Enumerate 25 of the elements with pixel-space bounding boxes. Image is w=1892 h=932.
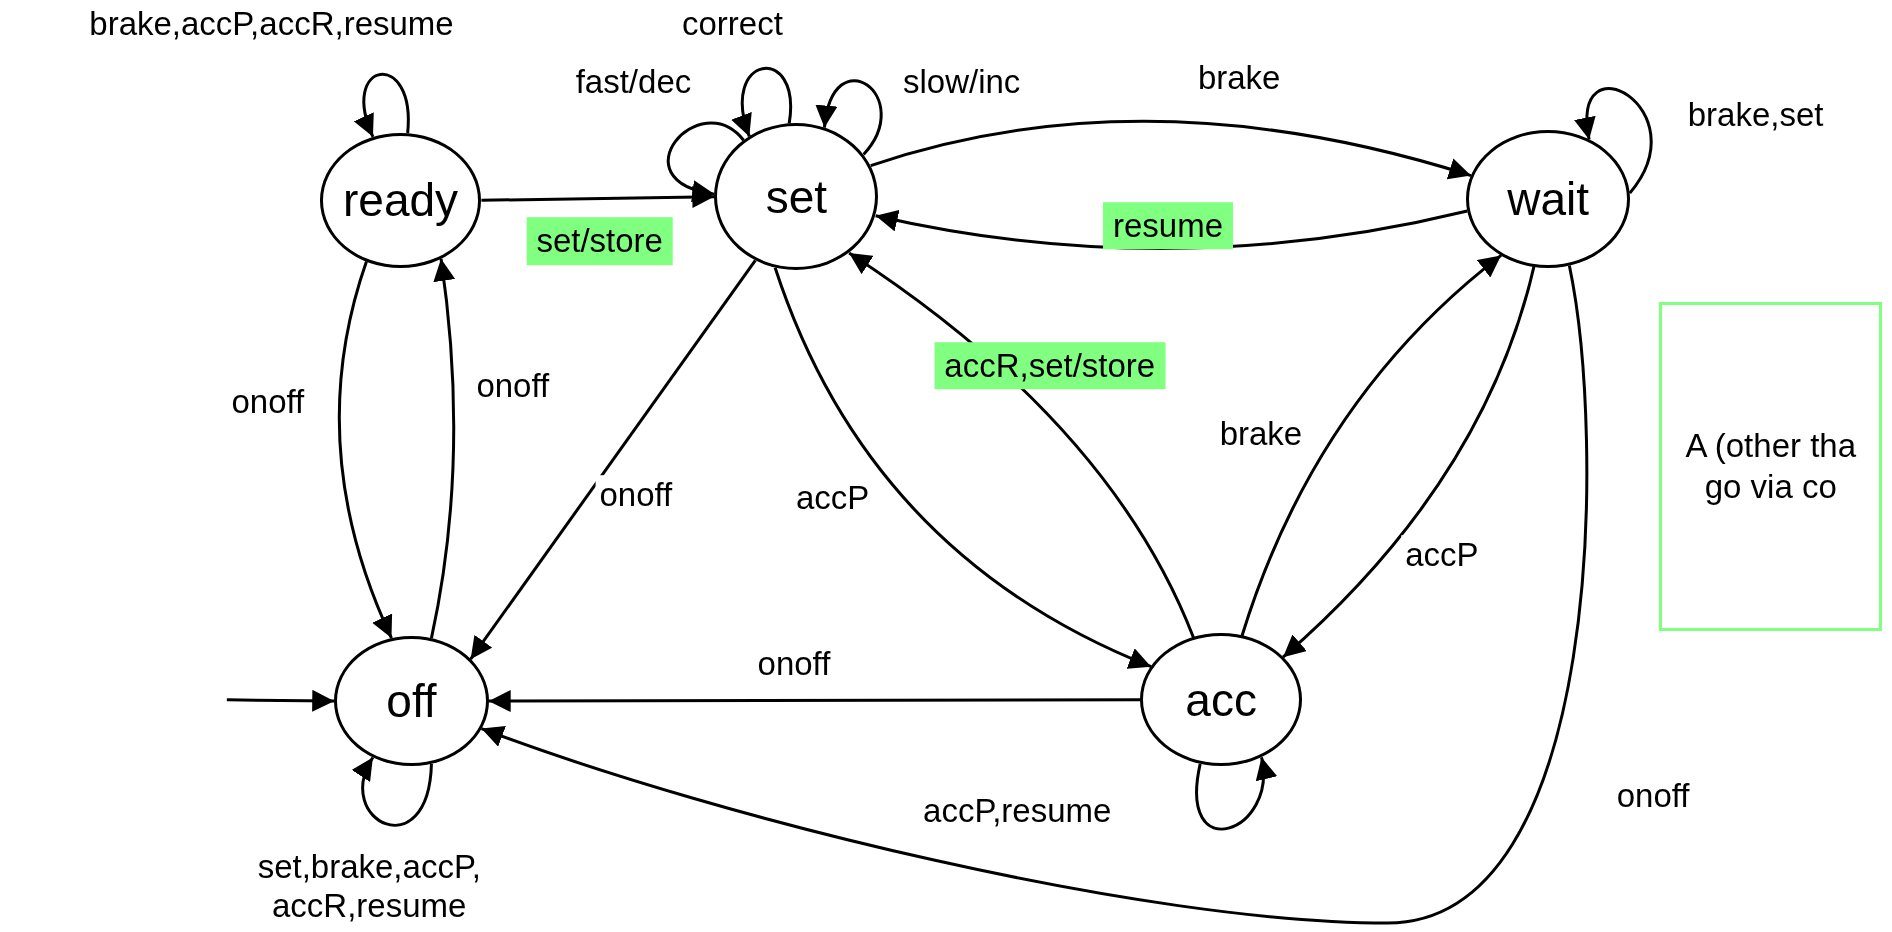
arrow bbox=[488, 690, 1141, 712]
arrow bbox=[773, 267, 1152, 669]
loop-arrow bbox=[355, 73, 410, 138]
state-circle: ready bbox=[319, 132, 482, 268]
arrow bbox=[480, 265, 1588, 925]
arrow bbox=[870, 120, 1472, 180]
arrow bbox=[1282, 266, 1536, 659]
arrow bbox=[481, 186, 715, 208]
edge-label: resume bbox=[1103, 201, 1234, 250]
arrow bbox=[337, 261, 393, 639]
state-circle: off bbox=[334, 635, 489, 767]
loop-arrow bbox=[817, 79, 883, 156]
state-circle: acc bbox=[1140, 633, 1302, 767]
edge-label: set/store bbox=[526, 217, 673, 266]
edge-label: set,brake,accP, accR,resume bbox=[256, 847, 482, 927]
loop-arrow bbox=[353, 756, 433, 827]
loop-arrow bbox=[666, 121, 745, 200]
state-circle: wait bbox=[1466, 130, 1631, 268]
edge-label: accR,set/store bbox=[934, 341, 1166, 390]
note-box: A (other tha go via co bbox=[1659, 301, 1883, 632]
loop-arrow bbox=[1576, 87, 1653, 194]
arrow bbox=[226, 689, 335, 712]
state-circle: set bbox=[714, 123, 879, 271]
loop-arrow bbox=[732, 67, 793, 137]
arrow bbox=[469, 259, 757, 661]
